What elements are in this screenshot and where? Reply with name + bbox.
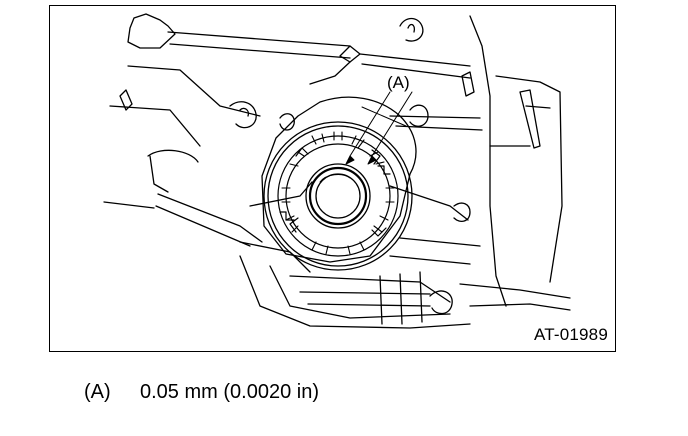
caption-value: 0.05 mm (0.0020 in) [140,381,319,403]
left-housing-lines [103,65,313,273]
oil-pump-housing [261,96,417,271]
caption-label: (A) [84,381,111,403]
callout-a-leaders [345,91,413,165]
right-case-section [389,15,563,307]
oil-seal-retainer-ring [277,135,399,257]
seal-tabs [281,131,395,255]
figure-frame: (A) AT-01989 [49,5,616,352]
transmission-case-drawing: (A) [103,13,571,329]
caption-row: (A) 0.05 mm (0.0020 in) [84,381,319,404]
upper-rod-and-bracket [127,13,471,85]
figure-id-label: AT-01989 [532,325,609,345]
callout-a-label: (A) [387,73,410,92]
lower-housing-ribs [239,255,571,329]
seal-bore [305,163,371,229]
